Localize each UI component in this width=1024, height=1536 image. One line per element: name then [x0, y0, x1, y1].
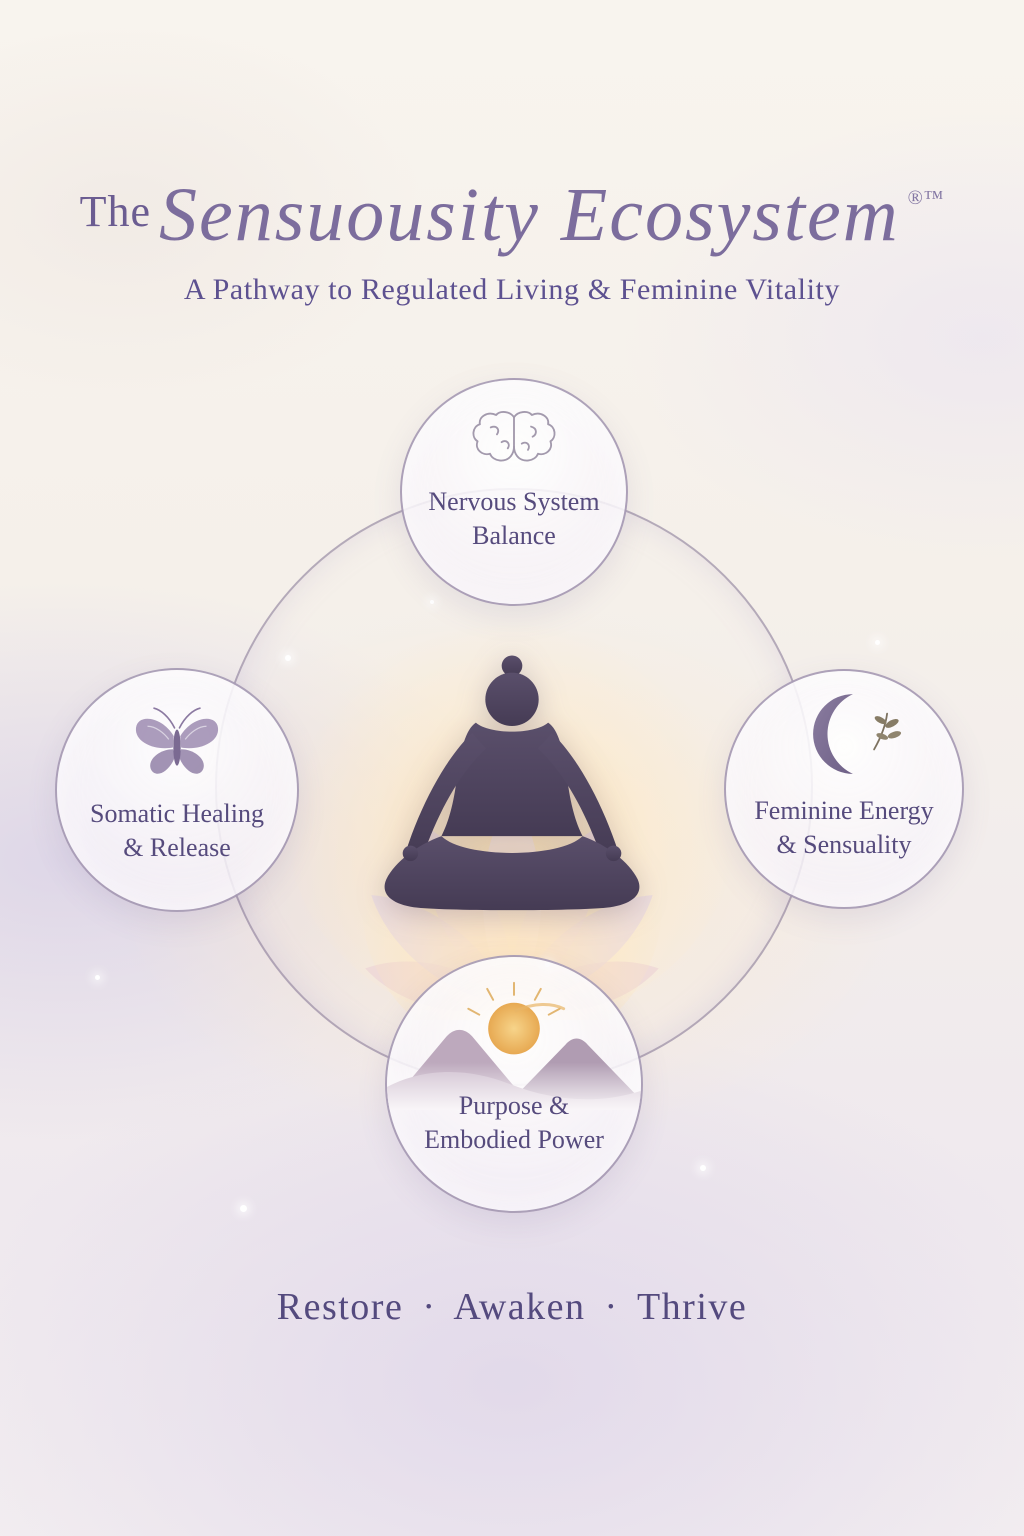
node-feminine-energy-sensuality: Feminine Energy & Sensuality [724, 669, 964, 909]
sparkle-dot [700, 1165, 706, 1171]
node-label-line: Balance [472, 521, 556, 550]
sparkle-dot [430, 600, 434, 604]
sparkle-dot [240, 1205, 247, 1212]
node-label: Purpose & Embodied Power [387, 1089, 641, 1157]
tagline: Restore · Awaken · Thrive [276, 1286, 748, 1328]
sparkle-dot [95, 975, 100, 980]
brain-icon [467, 408, 561, 475]
title-block: The Sensuousity Ecosystem ®™ A Pathway t… [0, 172, 1024, 307]
sun-mountains-icon [387, 971, 641, 1110]
node-purpose-embodied-power: Purpose & Embodied Power [385, 955, 643, 1213]
node-label-line: Purpose & [458, 1091, 570, 1120]
crescent-moon-sprig-icon [783, 689, 905, 784]
sparkle-dot [285, 655, 291, 661]
node-label-line: & Sensuality [776, 830, 912, 859]
page-title: Sensuousity Ecosystem [158, 173, 900, 257]
node-label: Somatic Healing & Release [90, 797, 264, 865]
page-subtitle: A Pathway to Regulated Living & Feminine… [183, 273, 841, 306]
butterfly-icon [127, 700, 227, 787]
node-somatic-healing-release: Somatic Healing & Release [55, 668, 299, 912]
title-prefix: The [79, 187, 151, 236]
node-label: Nervous System Balance [428, 485, 599, 553]
node-label: Feminine Energy & Sensuality [754, 794, 933, 862]
trademark-mark: ®™ [907, 187, 945, 209]
sparkle-dot [875, 640, 880, 645]
node-label-line: & Release [123, 833, 231, 862]
page-title-line: The Sensuousity Ecosystem ®™ [0, 172, 1024, 259]
ecosystem-diagram: Nervous System Balance [0, 360, 1024, 1260]
meditating-woman-silhouette [384, 655, 640, 911]
node-label-line: Somatic Healing [89, 799, 264, 828]
node-label-line: Nervous System [428, 487, 600, 516]
node-label-line: Embodied Power [424, 1125, 604, 1154]
node-nervous-system-balance: Nervous System Balance [400, 378, 628, 606]
node-label-line: Feminine Energy [754, 796, 934, 825]
